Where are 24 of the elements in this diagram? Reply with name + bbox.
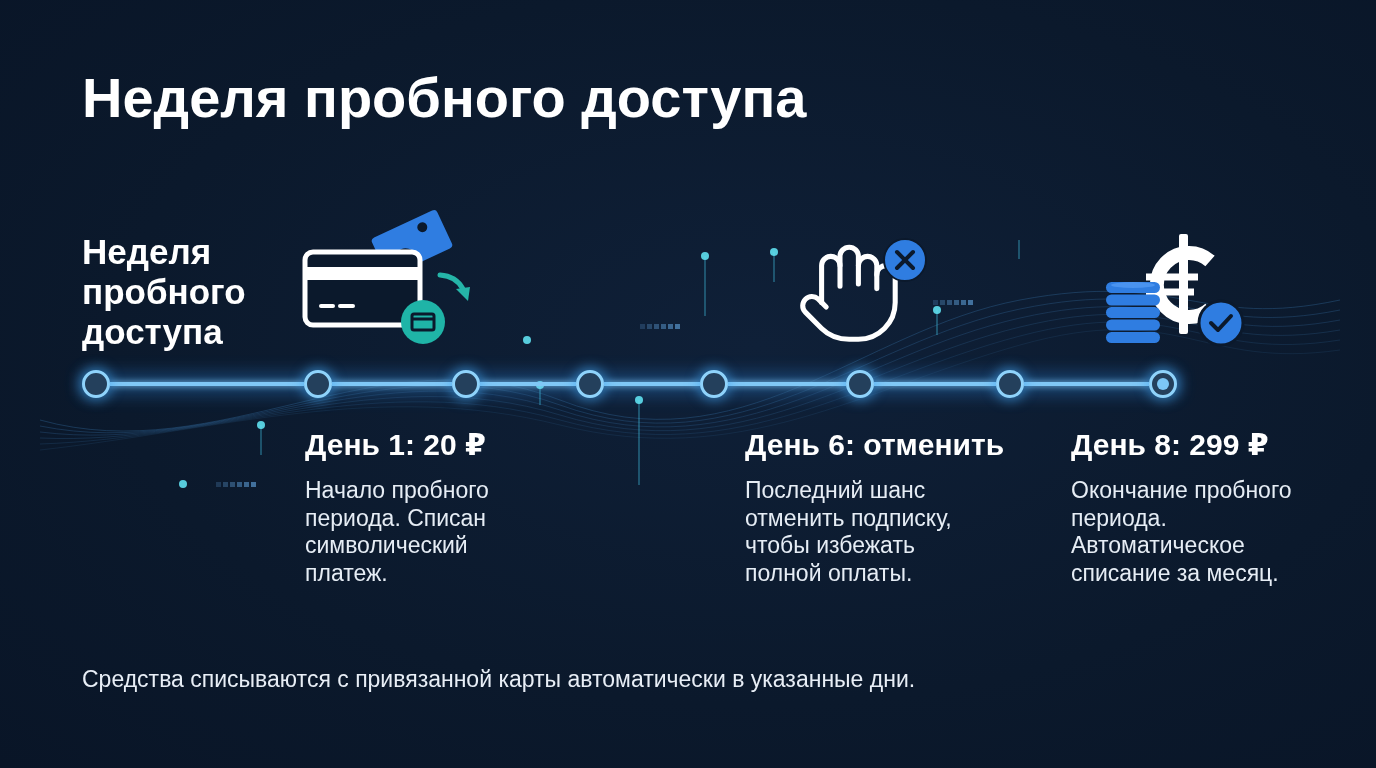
timeline-heading: Неделя пробного доступа bbox=[82, 232, 247, 352]
timeline-node bbox=[576, 370, 604, 398]
timeline-node bbox=[452, 370, 480, 398]
timeline-node bbox=[304, 370, 332, 398]
step-description: Начало пробного периода. Списан символический платеж. bbox=[305, 477, 490, 587]
step-title: День 8: 299 ₽ bbox=[1071, 427, 1269, 463]
timeline-segment bbox=[1024, 382, 1149, 386]
timeline-segment bbox=[480, 382, 576, 386]
timeline-segment bbox=[874, 382, 996, 386]
timeline-node bbox=[846, 370, 874, 398]
page-title: Неделя пробного доступа bbox=[82, 65, 807, 131]
timeline-segment bbox=[332, 382, 452, 386]
timeline-node bbox=[82, 370, 110, 398]
timeline-segment bbox=[604, 382, 700, 386]
step-description: Последний шанс отменить подписку, чтобы избежать полной оплаты. bbox=[745, 477, 953, 587]
step-title: День 1: 20 ₽ bbox=[305, 427, 486, 463]
timeline-segment bbox=[728, 382, 846, 386]
timeline-node bbox=[700, 370, 728, 398]
timeline-node bbox=[1149, 370, 1177, 398]
step-description: Окончание пробного периода. Автоматическое списание за месяц. bbox=[1071, 477, 1293, 587]
timeline-node bbox=[996, 370, 1024, 398]
step-title: День 6: отменить bbox=[745, 427, 1005, 463]
caption: Средства списываются с привязанной карты автоматически в указанные дни. bbox=[82, 666, 916, 694]
timeline-segment bbox=[110, 382, 304, 386]
